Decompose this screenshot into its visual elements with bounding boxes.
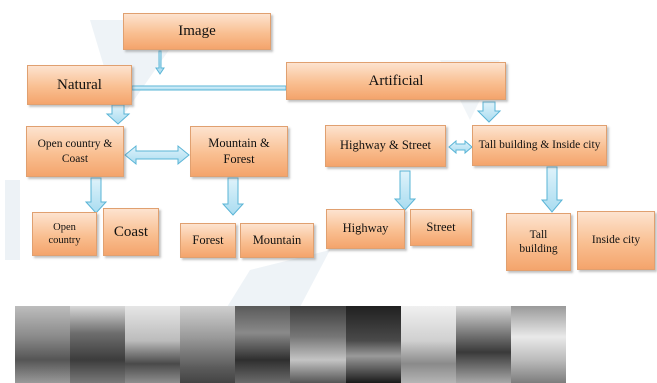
node-mountain: Mountain — [240, 223, 314, 258]
arrow-mountain-down — [221, 177, 245, 216]
node-highway-street: Highway & Street — [325, 125, 446, 167]
double-arrow-artificial — [448, 139, 473, 155]
photo-open-country — [400, 306, 456, 383]
link-natural-artificial — [131, 85, 287, 91]
photo-strip — [15, 306, 566, 383]
arrow-open-country-down — [84, 177, 108, 214]
node-street: Street — [410, 209, 472, 246]
node-natural: Natural — [27, 65, 132, 105]
photo-forest — [345, 306, 401, 383]
node-tall-building: Tall building — [506, 213, 571, 271]
node-mountain-forest: Mountain & Forest — [190, 126, 288, 177]
photo-highway — [235, 306, 291, 383]
double-arrow-natural — [124, 144, 190, 166]
arrow-artificial-down — [476, 101, 502, 123]
photo-street — [15, 306, 71, 383]
photo-mountain-2 — [510, 306, 566, 383]
node-open-country-coast: Open country & Coast — [26, 126, 124, 177]
arrow-image-down — [155, 50, 165, 75]
node-forest: Forest — [180, 223, 236, 258]
photo-inside-city — [70, 306, 126, 383]
photo-mountain — [290, 306, 346, 383]
arrow-tall-building-down — [540, 166, 564, 213]
arrow-natural-down — [105, 104, 131, 125]
photo-coast-2 — [455, 306, 511, 383]
node-inside-city: Inside city — [577, 211, 655, 270]
node-artificial: Artificial — [286, 62, 506, 100]
node-highway: Highway — [326, 209, 405, 249]
photo-coast — [125, 306, 181, 383]
node-open-country: Open country — [32, 212, 97, 256]
node-coast: Coast — [103, 208, 159, 256]
node-image: Image — [123, 13, 271, 50]
photo-tall-building — [180, 306, 236, 383]
node-tall-building-inside-city: Tall building & Inside city — [472, 125, 607, 166]
arrow-highway-down — [393, 170, 417, 211]
